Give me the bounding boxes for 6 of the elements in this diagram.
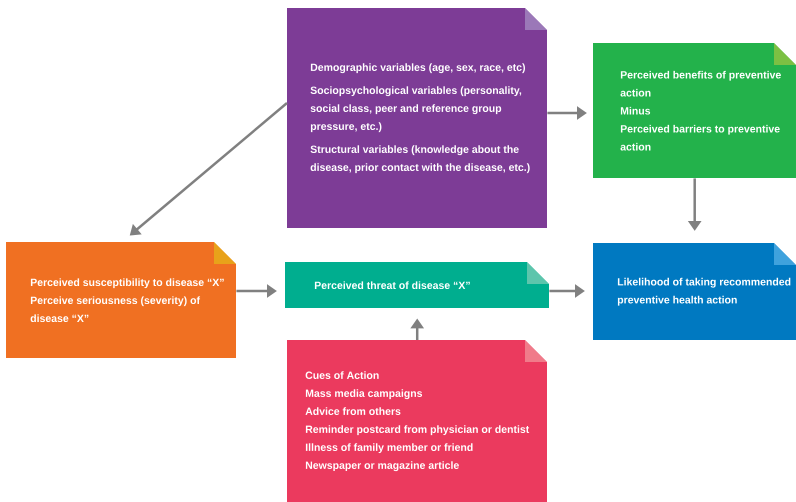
note-box: Cues of Action Mass media campaigns Advice from others Reminder postcard from physician or dentist Illness of family member or friend Newspaper or magazine article [287, 340, 547, 502]
note-box: Perceived susceptibility to disease “X” Perceive seriousness (severity) of disease “X” [6, 242, 236, 358]
note-box: Perceived benefits of preventive action Minus Perceived barriers to preventive action [593, 43, 796, 178]
note-box: Demographic variables (age, sex, race, etc) Sociopsychological variables (personality, social class, peer and reference group pressure, etc.) Structural variables (knowledge about the disease, prior contact with the disease, etc.) [287, 8, 547, 228]
note-box: Likelihood of taking recommended preventive health action [593, 243, 796, 340]
note-box: Perceived threat of disease “X” [285, 262, 549, 308]
